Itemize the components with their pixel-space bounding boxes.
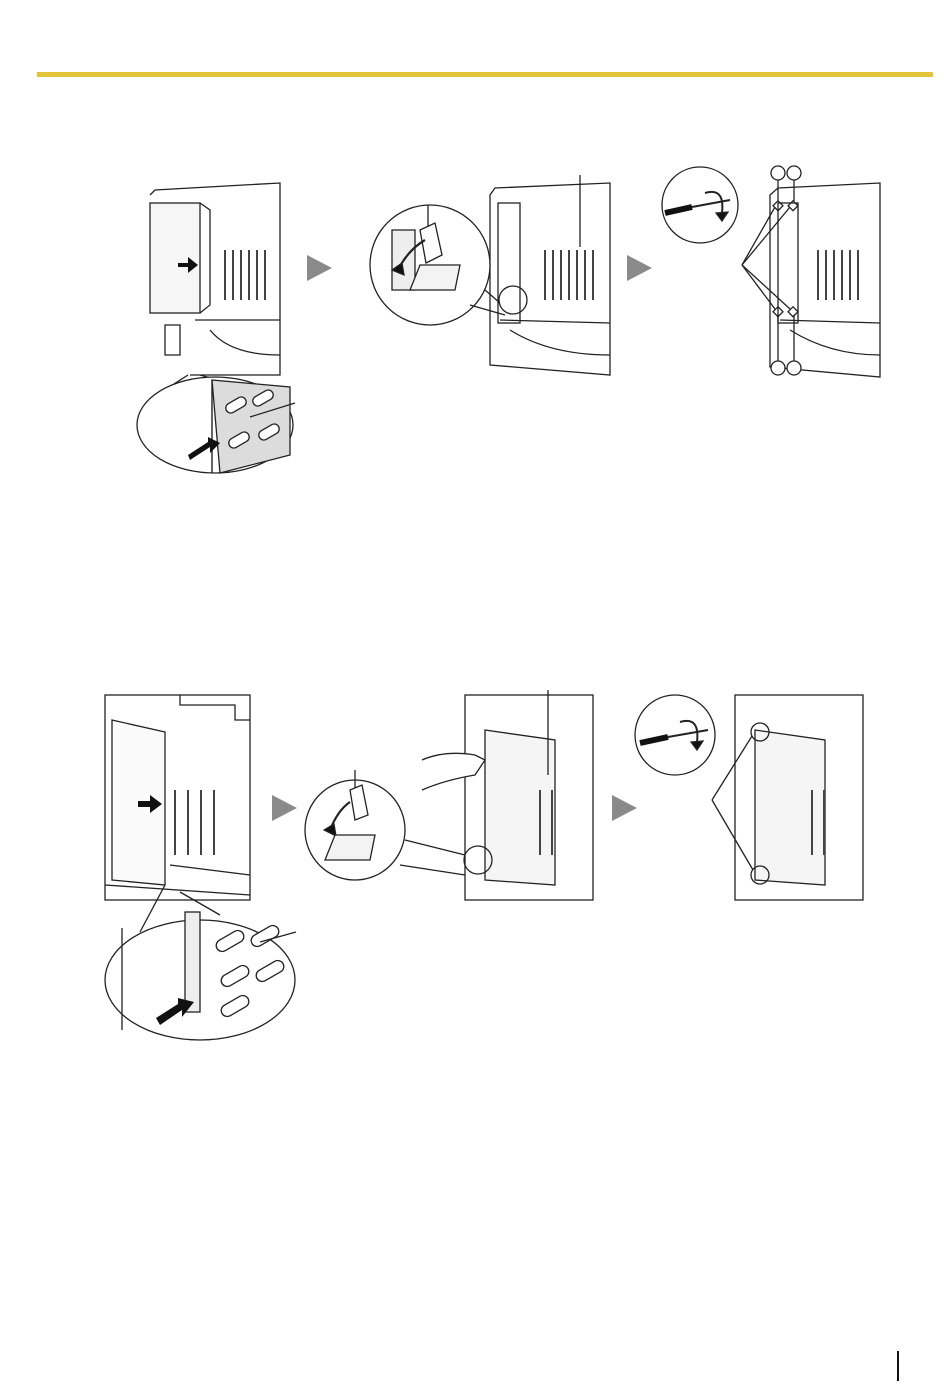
page-footer-marker bbox=[897, 1351, 899, 1381]
step2-cabinet bbox=[490, 175, 610, 375]
step2-lever-detail bbox=[305, 770, 465, 880]
screwdriver-tighten-icon bbox=[635, 695, 715, 775]
step1-cabinet bbox=[150, 183, 280, 375]
step1-zoom-detail bbox=[137, 375, 295, 473]
step3-cabinet bbox=[742, 166, 880, 377]
step-arrow-2 bbox=[612, 795, 637, 821]
step1-zoom-detail bbox=[105, 885, 296, 1040]
installation-figure-2 bbox=[100, 680, 880, 1045]
step1-cabinet bbox=[105, 695, 250, 900]
step2-lever-detail bbox=[370, 205, 505, 325]
step2-cabinet bbox=[422, 690, 593, 900]
screw-markers bbox=[742, 166, 801, 375]
screwdriver-tighten-icon bbox=[662, 167, 738, 243]
step-arrow-1 bbox=[307, 255, 332, 281]
installation-figure-1 bbox=[130, 155, 890, 480]
step-arrow-2 bbox=[627, 255, 652, 281]
step3-cabinet bbox=[712, 695, 863, 900]
header-rule bbox=[37, 72, 933, 77]
step-arrow-1 bbox=[272, 795, 297, 821]
